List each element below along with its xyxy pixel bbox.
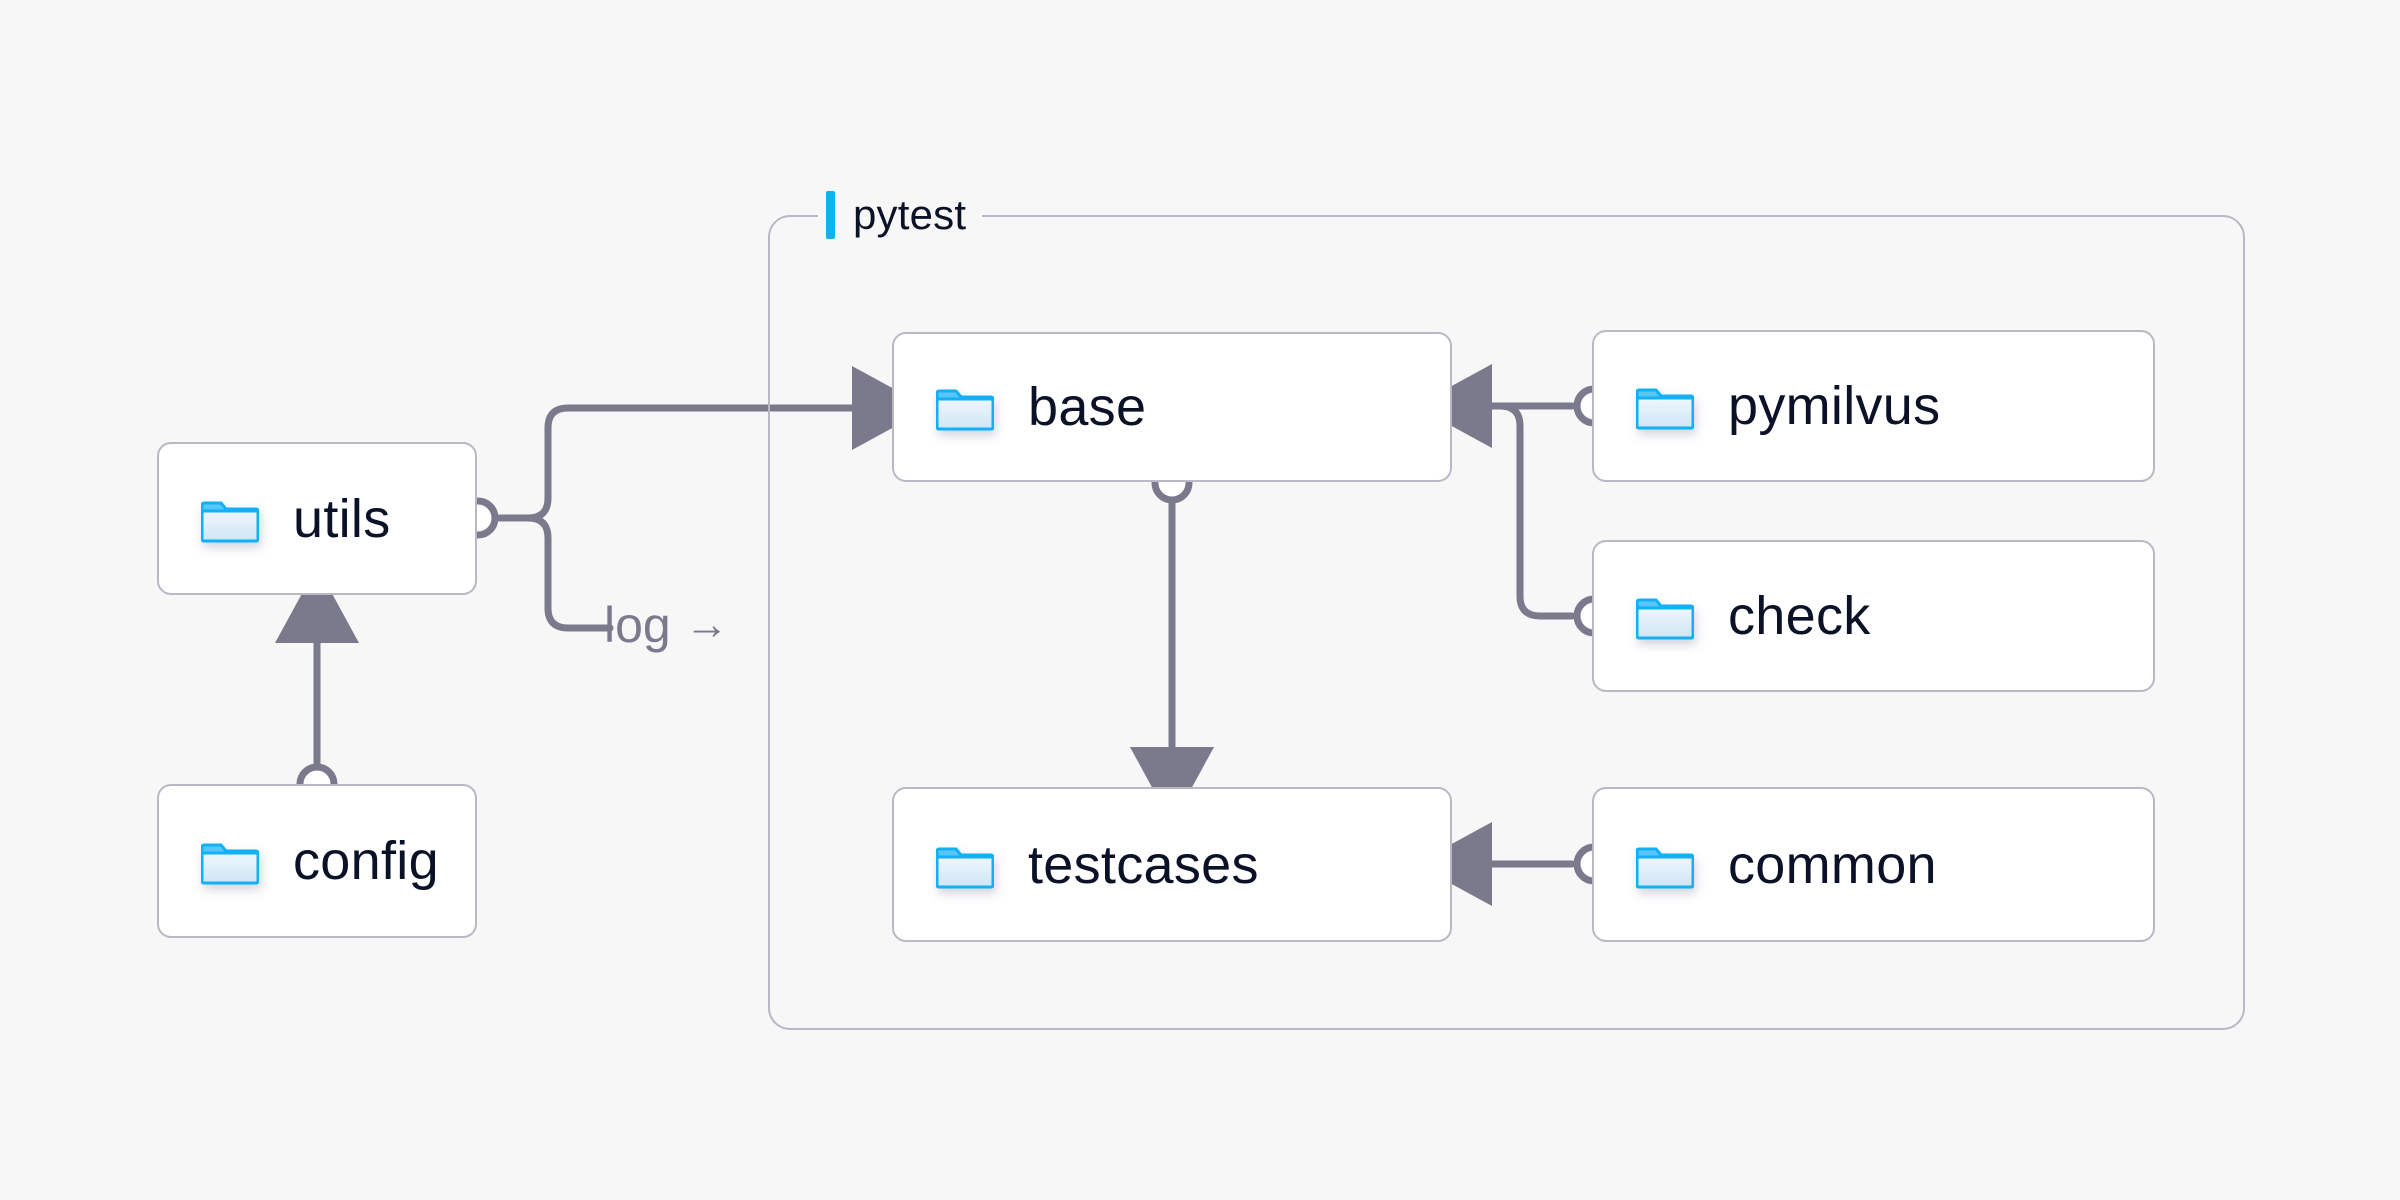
folder-icon — [1636, 388, 1694, 430]
edge-utils-log — [496, 514, 614, 632]
folder-icon — [936, 389, 994, 431]
group-label-text: pytest — [853, 191, 967, 238]
node-utils[interactable]: utils — [157, 442, 477, 595]
node-testcases[interactable]: testcases — [892, 787, 1452, 942]
folder-icon — [201, 843, 259, 885]
edge-label-log: log → — [604, 600, 729, 650]
node-label: testcases — [1028, 834, 1259, 895]
node-common[interactable]: common — [1592, 787, 2155, 942]
folder-icon — [1636, 598, 1694, 640]
node-config[interactable]: config — [157, 784, 477, 938]
node-label: utils — [293, 488, 391, 549]
arrow-right-icon: → — [684, 600, 729, 649]
node-check[interactable]: check — [1592, 540, 2155, 692]
node-label: common — [1728, 834, 1937, 895]
edge-label-text: log — [604, 597, 671, 653]
node-pymilvus[interactable]: pymilvus — [1592, 330, 2155, 482]
node-label: config — [293, 831, 439, 891]
folder-icon — [201, 501, 259, 542]
group-pytest[interactable] — [768, 215, 2245, 1030]
group-pytest-label: pytest — [818, 187, 983, 243]
folder-icon — [936, 847, 994, 888]
node-label: pymilvus — [1728, 376, 1941, 436]
folder-icon — [1636, 847, 1694, 888]
node-label: check — [1728, 586, 1871, 646]
accent-bar-icon — [826, 191, 835, 239]
node-base[interactable]: base — [892, 332, 1452, 482]
node-label: base — [1028, 377, 1147, 437]
